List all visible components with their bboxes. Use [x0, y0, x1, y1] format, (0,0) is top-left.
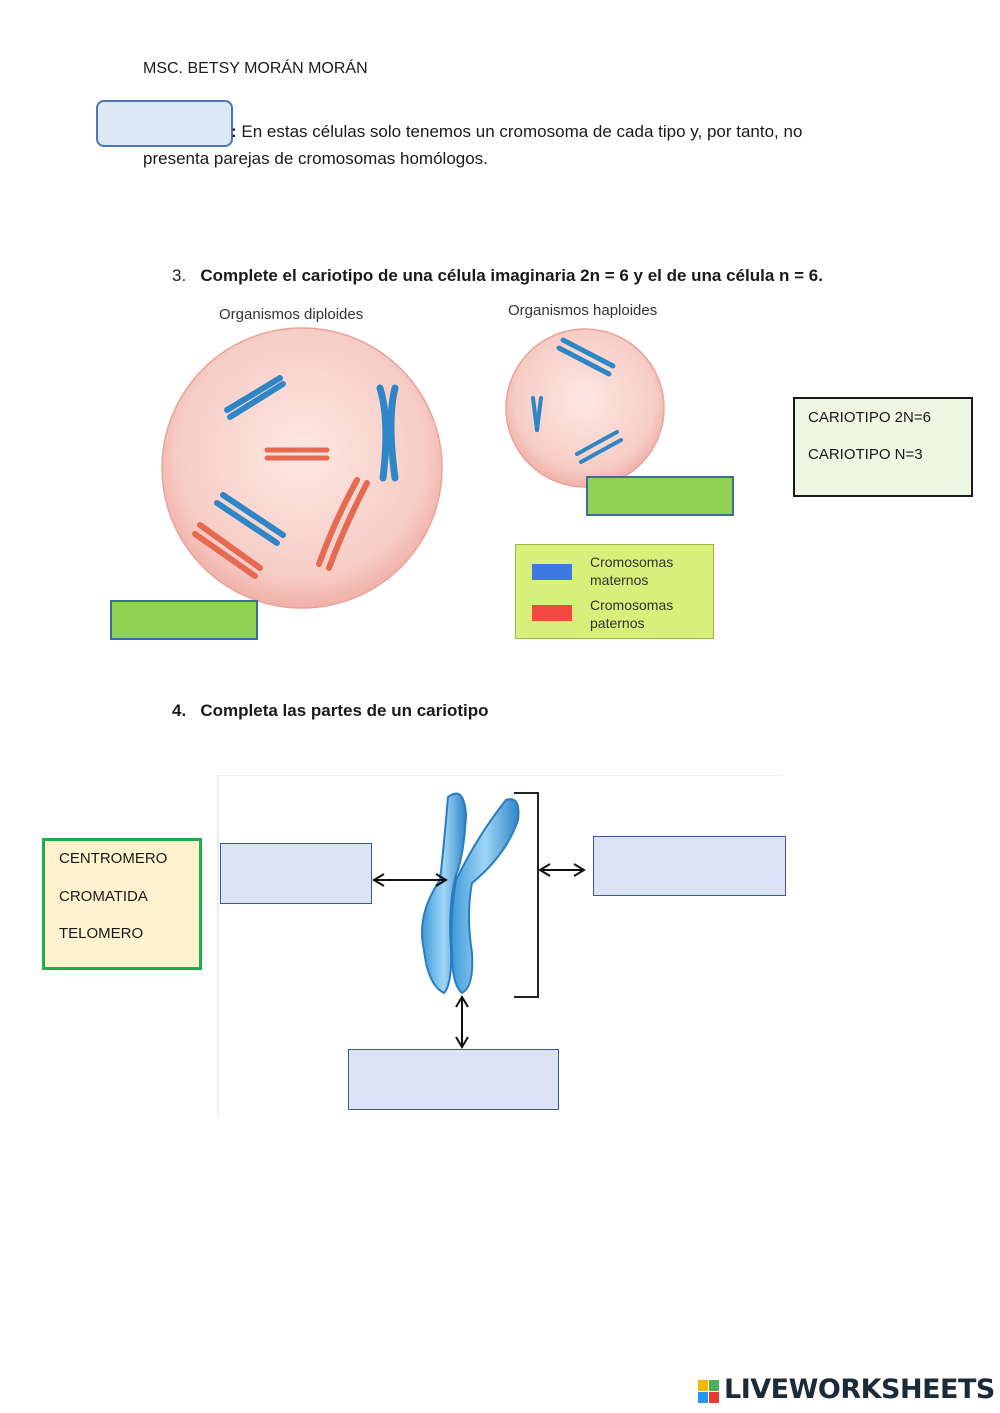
definition-line-1: En estas células solo tenemos un cromoso…	[241, 122, 803, 141]
maternal-chromosome-pair	[214, 492, 286, 546]
author-name: MSC. BETSY MORÁN MORÁN	[143, 60, 368, 77]
cells-illustration	[161, 327, 665, 609]
question-4-text: Completa las partes de un cariotipo	[200, 701, 489, 720]
maternal-swatch	[532, 564, 572, 580]
question-4: 4. Completa las partes de un cariotipo	[172, 701, 488, 721]
question-4-number: 4.	[172, 701, 187, 720]
liveworksheets-brand: LIVEWORKSHEETS	[724, 1374, 995, 1405]
haploid-chromosome-3	[575, 430, 623, 464]
diploid-karyotype-dropzone[interactable]	[110, 600, 258, 640]
word-centromero[interactable]: CENTROMERO	[59, 850, 168, 867]
word-telomero[interactable]: TELOMERO	[59, 925, 144, 942]
paternal-chromosome-small	[264, 447, 330, 461]
diploid-label: Organismos diploides	[219, 306, 364, 323]
chromatid-arrow	[538, 863, 586, 877]
telomere-arrow	[455, 995, 469, 1049]
question-3-text: Complete el cariotipo de una célula imag…	[200, 266, 823, 285]
definition-line-2: presenta parejas de cromosomas homólogos…	[143, 149, 488, 168]
definition-colon: :	[231, 122, 237, 141]
haploid-chromosome-2	[531, 396, 543, 432]
paternal-chromosome-large	[316, 477, 370, 571]
telomere-answer-box[interactable]	[348, 1049, 559, 1110]
paternal-swatch	[532, 605, 572, 621]
chromosome-diagram	[217, 775, 782, 1117]
chromosome-parts-word-bank: CENTROMERO CROMATIDA TELOMERO	[42, 838, 202, 970]
maternal-chromosome	[224, 375, 286, 420]
haploid-cell	[505, 328, 665, 488]
centromere-answer-box[interactable]	[220, 843, 372, 904]
word-karyotype-n[interactable]: CARIOTIPO N=3	[808, 446, 923, 463]
chromatid-answer-box[interactable]	[593, 836, 786, 896]
chromosome-legend: Cromosomas maternos Cromosomas paternos	[515, 544, 714, 639]
centromere-arrow	[372, 873, 448, 887]
paternal-legend-label: Cromosomas paternos	[590, 597, 674, 631]
chromatid-bracket	[514, 792, 539, 998]
maternal-chromosome-large	[376, 384, 399, 482]
paternal-chromosome-pair	[192, 522, 263, 579]
haploid-label: Organismos haploides	[508, 302, 658, 319]
maternal-legend-label: Cromosomas maternos	[590, 554, 674, 588]
definition-text: : En estas células solo tenemos un cromo…	[143, 118, 873, 172]
diploid-cell	[161, 327, 443, 609]
question-3-number: 3.	[172, 266, 187, 285]
karyotype-word-bank: CARIOTIPO 2N=6 CARIOTIPO N=3	[793, 397, 973, 497]
haploid-chromosome-1	[556, 337, 616, 377]
question-3: 3. Complete el cariotipo de una célula i…	[172, 266, 823, 286]
liveworksheets-logo-icon	[698, 1380, 719, 1403]
word-cromatida[interactable]: CROMATIDA	[59, 888, 148, 905]
definition-answer-input[interactable]	[96, 100, 233, 147]
haploid-karyotype-dropzone[interactable]	[586, 476, 734, 516]
chromosome-image	[421, 792, 520, 995]
word-karyotype-2n[interactable]: CARIOTIPO 2N=6	[808, 409, 931, 426]
